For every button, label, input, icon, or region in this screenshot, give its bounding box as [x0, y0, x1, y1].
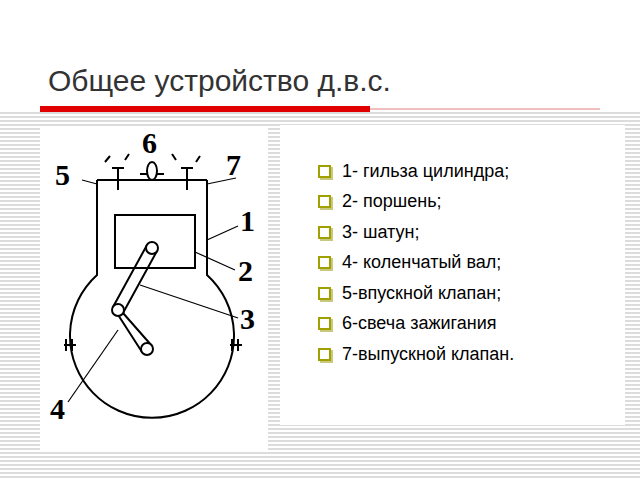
list-text: 2- поршень; — [342, 191, 442, 211]
legend-item: 7-выпускной клапан. — [318, 343, 514, 365]
callout-number: 5 — [55, 160, 70, 190]
callout-number: 6 — [142, 128, 157, 158]
list-text: 6-свеча зажигания — [342, 313, 496, 333]
bullet-square — [318, 165, 331, 178]
list-text: 3- шатун; — [342, 222, 419, 242]
legend-item: 6-свеча зажигания — [318, 312, 496, 334]
bullet-square — [318, 287, 331, 300]
bullet-square — [318, 317, 331, 330]
bullet-square — [318, 348, 331, 361]
legend-item: 1- гильза цилиндра; — [318, 160, 509, 182]
slide-title: Общее устройство д.в.с. — [48, 64, 391, 98]
list-text: 5-впускной клапан; — [342, 283, 501, 303]
callout-number: 4 — [50, 394, 65, 424]
bullet-square — [318, 256, 331, 269]
callout-number: 3 — [240, 304, 255, 334]
bullet-square — [318, 226, 331, 239]
legend-item: 4- коленчатый вал; — [318, 251, 501, 273]
legend-item: 2- поршень; — [318, 190, 442, 212]
list-text: 1- гильза цилиндра; — [342, 161, 509, 181]
callout-number: 1 — [240, 206, 255, 236]
legend-item: 3- шатун; — [318, 221, 419, 243]
list-text: 4- коленчатый вал; — [342, 252, 501, 272]
legend-item: 5-впускной клапан; — [318, 282, 501, 304]
list-text: 7-выпускной клапан. — [342, 344, 514, 364]
bullet-square — [318, 195, 331, 208]
callout-number: 7 — [226, 150, 241, 180]
callout-number: 2 — [238, 256, 253, 286]
